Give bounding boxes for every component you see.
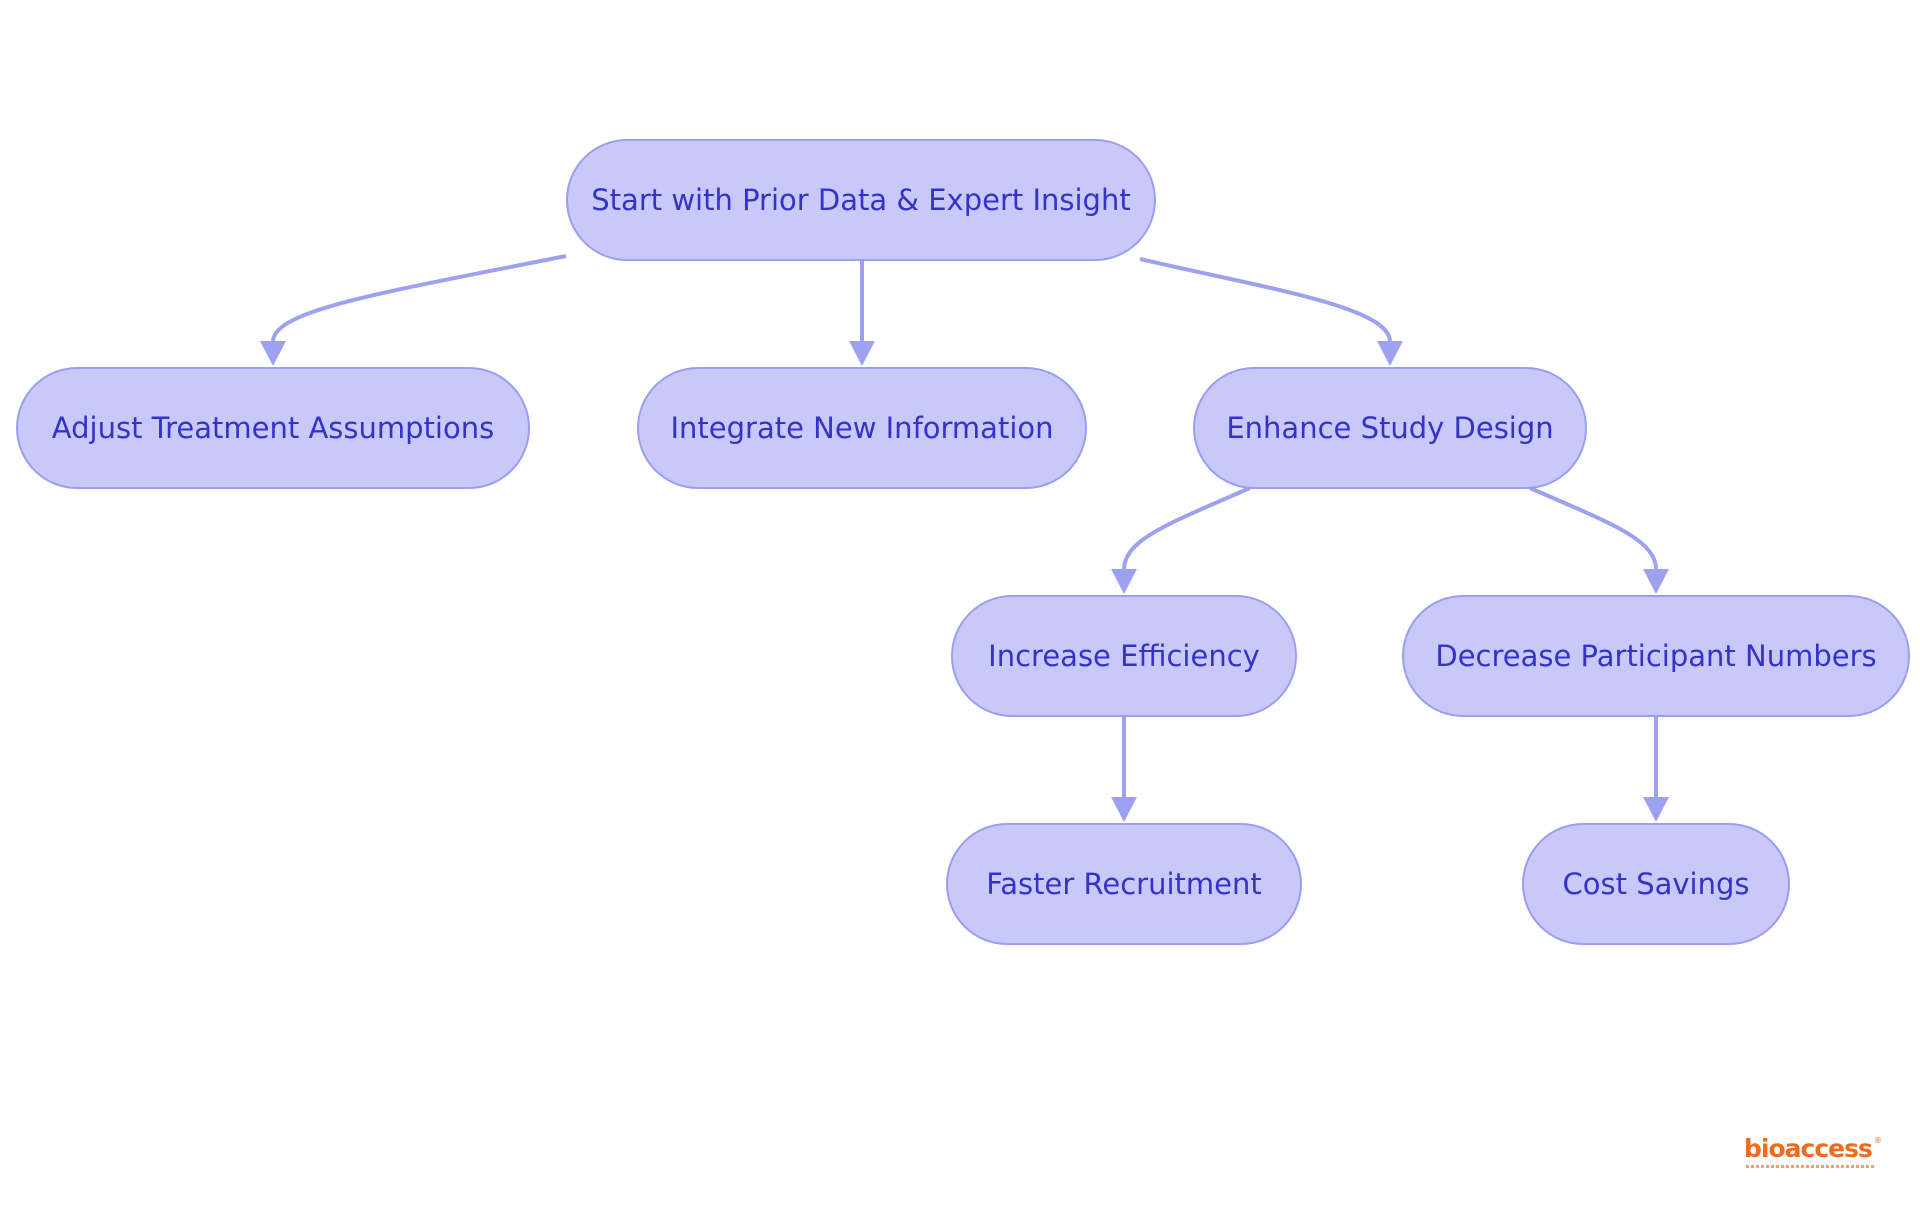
arrowhead-faster	[1111, 797, 1137, 822]
node-integrate-new-information: Integrate New Information	[637, 367, 1087, 489]
edge-start-to-adjust	[271, 254, 567, 342]
node-cost-savings: Cost Savings	[1522, 823, 1790, 945]
bioaccess-logo: bioaccess ®	[1744, 1134, 1882, 1171]
logo-wordmark: bioaccess	[1744, 1134, 1873, 1163]
node-start-with-prior-data: Start with Prior Data & Expert Insight	[566, 139, 1156, 261]
node-increase-efficiency: Increase Efficiency	[951, 595, 1297, 717]
edge-enhance-to-decrease	[1529, 486, 1658, 570]
node-adjust-treatment-assumptions: Adjust Treatment Assumptions	[16, 367, 530, 489]
node-enhance-study-design: Enhance Study Design	[1193, 367, 1587, 489]
edge-start-to-enhance	[1139, 257, 1392, 342]
registered-mark: ®	[1874, 1136, 1882, 1145]
arrowhead-cost	[1643, 797, 1669, 822]
logo-tagline-graphic	[1746, 1165, 1874, 1168]
arrowhead-efficiency	[1111, 569, 1137, 594]
edge-enhance-to-efficiency	[1122, 486, 1251, 570]
arrowhead-adjust	[260, 341, 286, 366]
arrowhead-integrate	[849, 341, 875, 366]
node-decrease-participant-numbers: Decrease Participant Numbers	[1402, 595, 1910, 717]
node-faster-recruitment: Faster Recruitment	[946, 823, 1302, 945]
arrowhead-decrease	[1643, 569, 1669, 594]
arrowhead-enhance	[1377, 341, 1403, 366]
